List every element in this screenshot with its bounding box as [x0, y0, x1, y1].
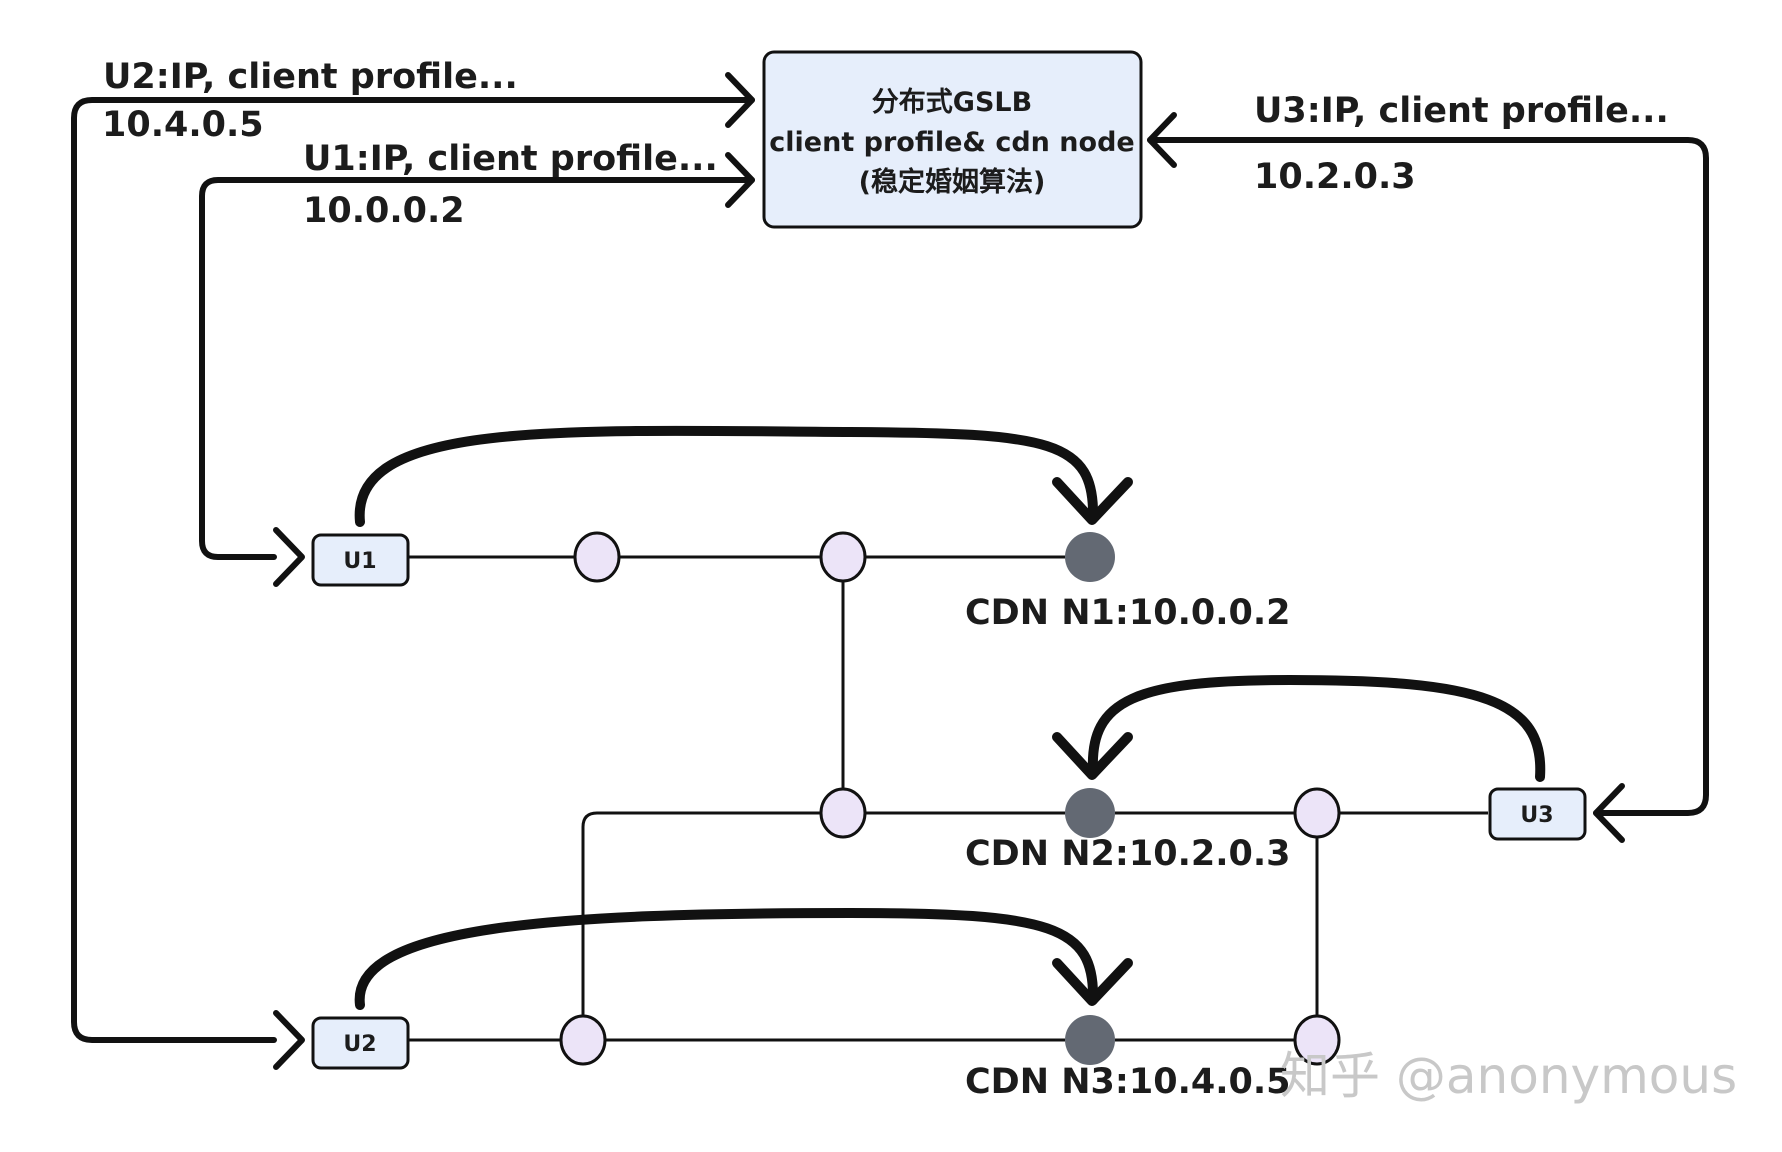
cdn-n1-label: CDN N1:10.0.0.2	[965, 593, 1291, 633]
u1-request-ip: 10.0.0.2	[303, 191, 465, 231]
u3-request-ip: 10.2.0.3	[1254, 157, 1416, 197]
user-node-u1: U1	[311, 533, 410, 587]
user-node-u2: U2	[311, 1016, 410, 1070]
u2-request-ip: 10.4.0.5	[102, 105, 264, 145]
u1-request-label: U1:IP, client profile...	[303, 139, 718, 179]
user-node-u3: U3	[1488, 787, 1587, 841]
cdn-node-n2	[1065, 788, 1115, 838]
gslb-subtitle: client profile& cdn node	[769, 127, 1134, 158]
watermark: 知乎 @anonymous	[1280, 1047, 1737, 1105]
cdn-n2-label: CDN N2:10.2.0.3	[965, 834, 1291, 874]
gslb-title: 分布式GSLB	[872, 87, 1032, 118]
router-node	[819, 531, 867, 583]
router-node	[1293, 787, 1341, 839]
cdn-node-n3	[1065, 1015, 1115, 1065]
user-u2-label: U2	[343, 1032, 376, 1057]
network-links	[408, 555, 1488, 1042]
router-node	[559, 1014, 607, 1066]
router-node	[1293, 1014, 1341, 1066]
gslb-algorithm: (稳定婚姻算法)	[859, 166, 1046, 198]
u3-request-label: U3:IP, client profile...	[1254, 91, 1669, 131]
router-node	[819, 787, 867, 839]
user-u1-label: U1	[343, 549, 376, 574]
request-arrows	[71, 72, 1709, 1070]
router-node	[573, 531, 621, 583]
user-u3-label: U3	[1520, 803, 1553, 828]
assignment-arrows	[354, 425, 1546, 1010]
cdn-node-n1	[1065, 532, 1115, 582]
u2-request-label: U2:IP, client profile...	[103, 57, 518, 97]
cdn-n3-label: CDN N3:10.4.0.5	[965, 1062, 1291, 1102]
gslb-box: 分布式GSLB client profile& cdn node (稳定婚姻算法…	[762, 50, 1143, 229]
